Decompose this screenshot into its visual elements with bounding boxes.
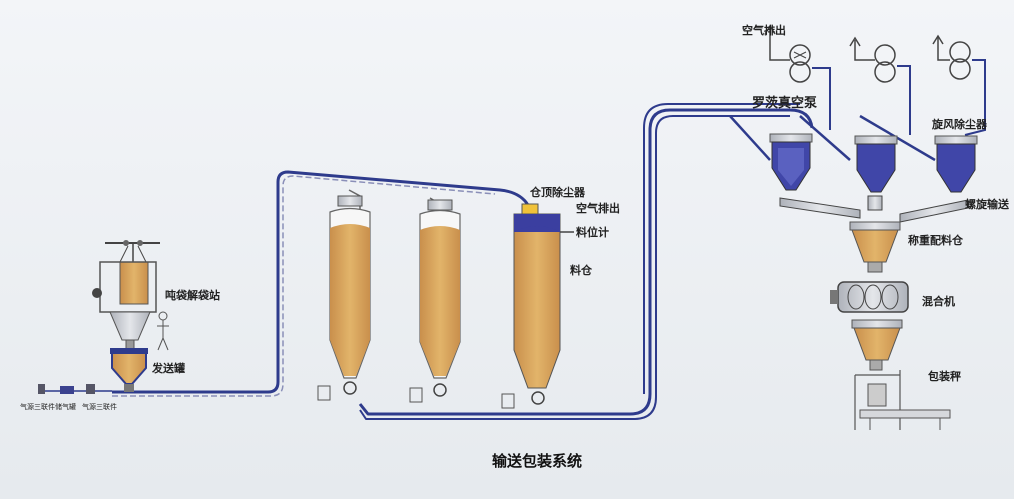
pipe-to-vacuum-outer	[358, 108, 814, 416]
silo-1	[317, 189, 371, 401]
weighing-bin	[849, 221, 901, 273]
silo-2	[409, 197, 461, 403]
ton-bag	[119, 261, 149, 305]
label-screw-conveyor: 螺旋输送	[965, 198, 1009, 211]
label-silo: 料仓	[570, 264, 592, 277]
cyclone-filter-3	[934, 135, 978, 193]
label-ton-bag-station: 吨袋解袋站	[165, 289, 220, 302]
label-air-exhaust-top: 空气排出	[742, 24, 786, 37]
pipe-to-vacuum-inner	[359, 115, 790, 420]
label-packer: 包装秤	[928, 370, 961, 383]
label-cyclone-filter: 旋风除尘器	[932, 118, 987, 131]
label-mixer: 混合机	[922, 295, 955, 308]
label-silo-top-filter: 仓顶除尘器	[530, 186, 585, 199]
conveying-pipeline	[112, 103, 936, 420]
cyclone-filter-2	[854, 135, 898, 193]
label-level-gauge: 料位计	[576, 226, 609, 239]
label-air-source-2: 储气罐	[55, 403, 76, 411]
mixer	[830, 281, 909, 313]
ton-bag-station	[92, 240, 169, 351]
screw-conveyors	[779, 195, 969, 223]
pipe-main-inner	[112, 175, 496, 397]
packing-scale	[851, 319, 951, 430]
cyclone-filter-1	[769, 133, 813, 191]
silo-3	[501, 203, 574, 409]
label-air-source-3: 气源三联件	[82, 403, 117, 411]
label-air-exhaust-silo: 空气排出	[576, 202, 620, 215]
sender-tank	[110, 348, 148, 392]
pipe-main-outer	[112, 170, 530, 394]
diagram-title: 输送包装系统	[492, 452, 583, 470]
pipe-to-vacuum-outer-2	[643, 103, 800, 394]
roots-pumps	[764, 24, 986, 136]
label-weigh-batch: 称重配料仓	[908, 234, 963, 247]
label-sender-tank: 发送罐	[152, 362, 185, 375]
label-air-source-1: 气源三联件	[20, 403, 55, 411]
label-roots-pump: 罗茨真空泵	[752, 96, 818, 111]
air-source	[38, 384, 112, 394]
